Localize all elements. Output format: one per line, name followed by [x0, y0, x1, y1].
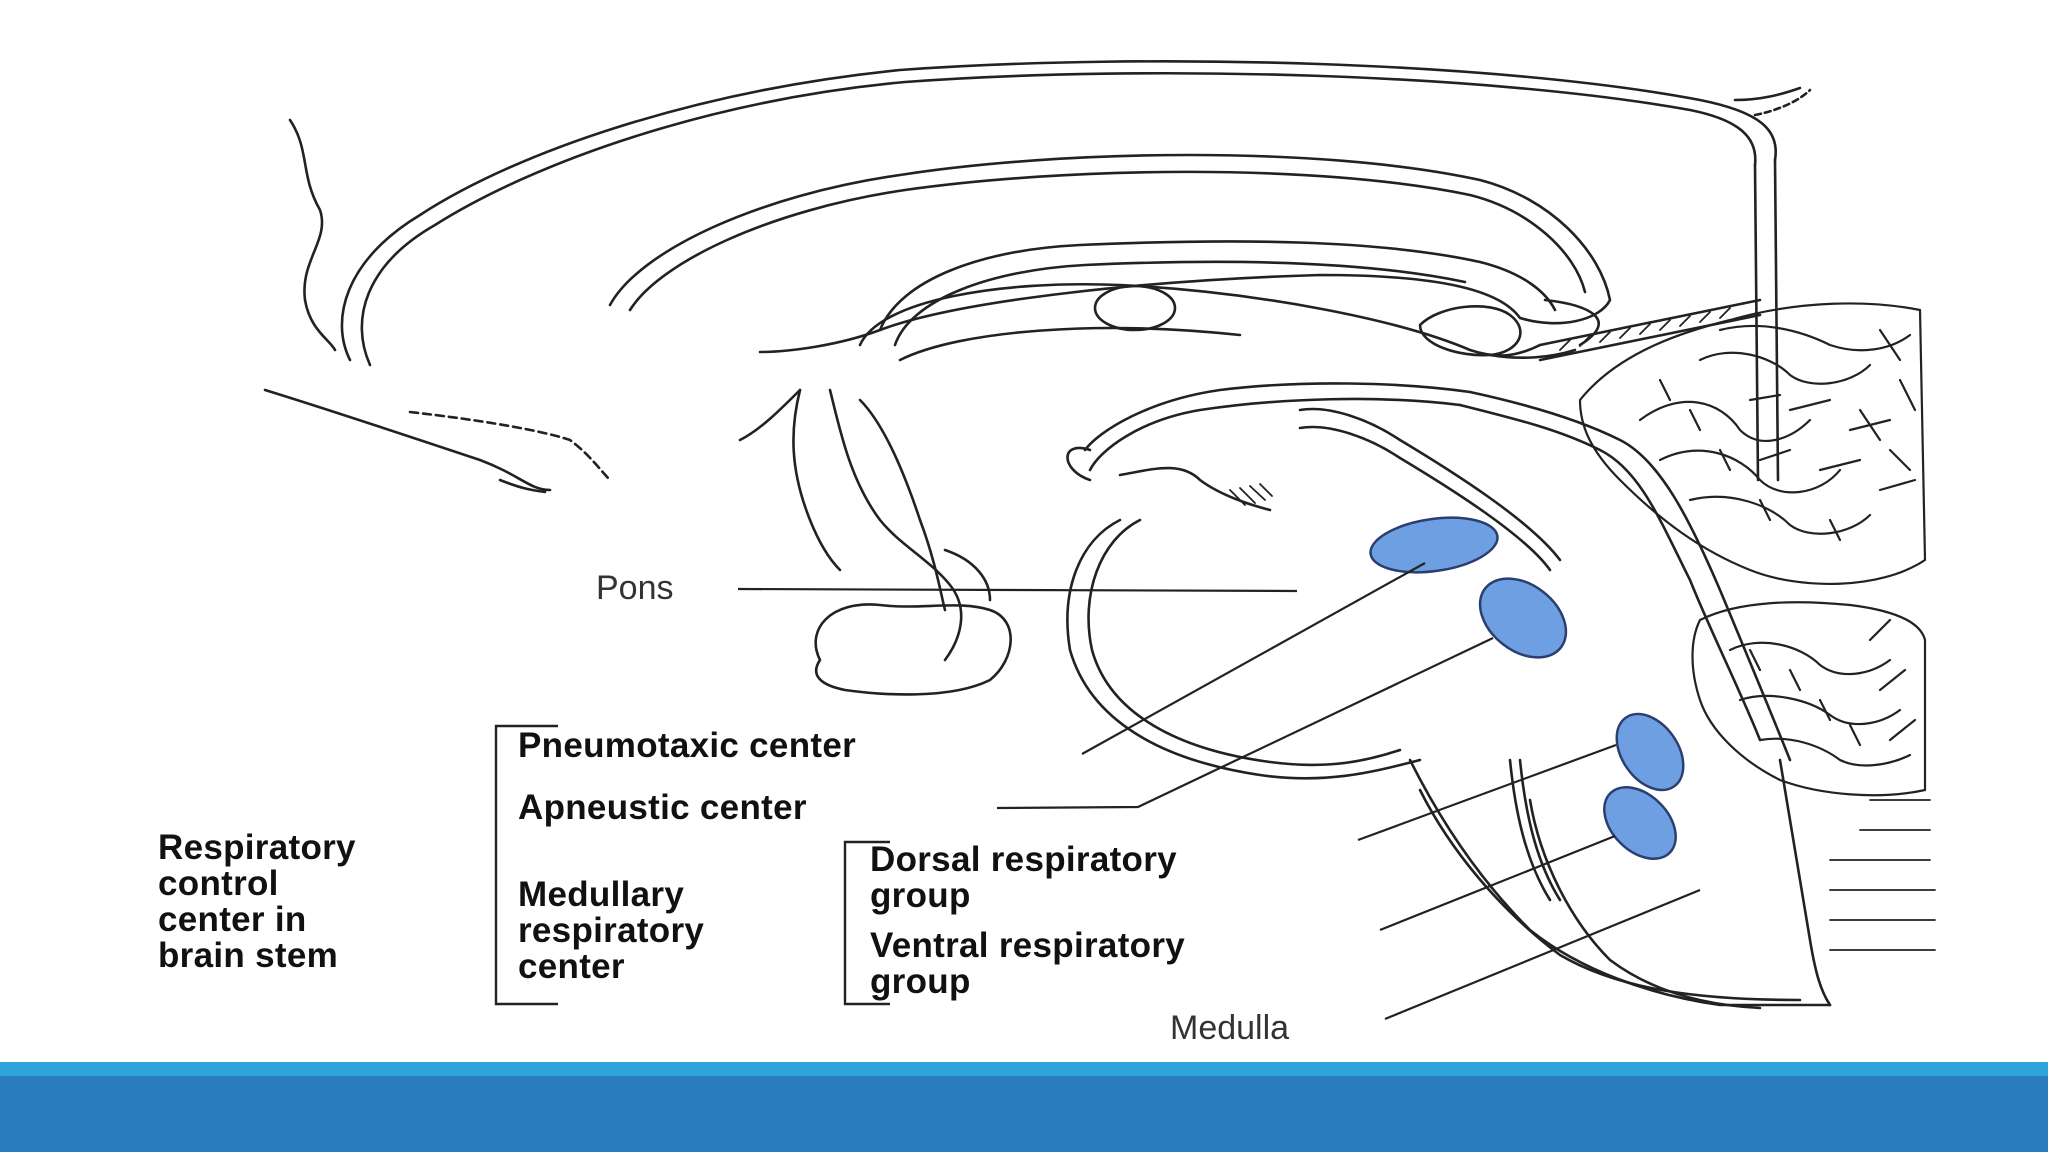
- apneustic-center-oval: [1478, 577, 1568, 659]
- spinal-canal: [1508, 758, 1552, 902]
- pneumotaxic-leader: [1081, 562, 1426, 755]
- hypothalamus: [828, 388, 963, 662]
- outline-face-dashed: [408, 410, 612, 482]
- tentorium: [1538, 298, 1762, 347]
- cerebellum-upper: [1578, 302, 1927, 586]
- pituitary-stalk: [943, 548, 992, 602]
- ventral-respiratory-group-oval: [1603, 786, 1677, 860]
- footer-band: [0, 1076, 2048, 1152]
- pneumotaxic-center-oval: [1369, 516, 1499, 574]
- leader-lines: [737, 562, 1701, 1021]
- respiratory-centers: [1369, 516, 1685, 860]
- midbrain-tectum: [1088, 397, 1462, 472]
- mammillary: [1066, 446, 1092, 482]
- pineal: [1418, 305, 1522, 357]
- label-medullary-1: Medullary: [518, 875, 685, 914]
- outline-lower-face: [498, 478, 547, 494]
- dorsal-respiratory-group-oval: [1615, 712, 1685, 792]
- cerebrum-outline-inner: [360, 71, 1757, 367]
- label-pneumotaxic-center: Pneumotaxic center: [518, 726, 857, 765]
- label-medullary-3: center: [518, 947, 625, 986]
- label-dorsal-2: group: [870, 876, 971, 915]
- cerebellum-lower: [1691, 601, 1927, 797]
- interthalamic-adhesion: [1093, 284, 1177, 332]
- outer-bracket: [494, 724, 558, 1006]
- brain-sagittal-diagram: [263, 60, 1936, 1021]
- label-medulla: Medulla: [1170, 1009, 1290, 1047]
- label-ventral-1: Ventral respiratory: [870, 926, 1186, 965]
- pituitary: [814, 603, 1012, 696]
- ventral-leader: [1379, 834, 1616, 932]
- outline-nose-region: [263, 388, 552, 492]
- pons-outline: [1066, 518, 1422, 780]
- corpus-callosum: [608, 153, 1612, 354]
- label-resp-2: control: [158, 864, 279, 903]
- skull-top-right: [1753, 88, 1812, 117]
- cerebrum-outline: [340, 60, 1778, 362]
- outline-scalp-left: [288, 118, 337, 352]
- apneustic-leader: [996, 637, 1494, 810]
- label-dorsal-1: Dorsal respiratory: [870, 840, 1177, 879]
- pons-leader: [737, 587, 1298, 593]
- label-resp-3: center in: [158, 900, 307, 939]
- thalamus: [858, 282, 1542, 357]
- label-ventral-2: group: [870, 962, 971, 1001]
- dorsal-leader: [1357, 743, 1617, 842]
- fourth-ventricle: [1458, 403, 1762, 742]
- label-apneustic-center: Apneustic center: [518, 788, 807, 827]
- footer-accent-stripe: [0, 1062, 2048, 1076]
- label-medullary-2: respiratory: [518, 911, 705, 950]
- brackets: [494, 724, 890, 1006]
- label-resp-4: brain stem: [158, 936, 338, 975]
- inner-bracket: [843, 840, 890, 1006]
- label-resp-1: Respiratory: [158, 828, 356, 867]
- label-pons: Pons: [596, 569, 674, 607]
- fornix: [878, 240, 1557, 332]
- medulla-leader: [1384, 888, 1701, 1021]
- optic-chiasm: [792, 388, 842, 572]
